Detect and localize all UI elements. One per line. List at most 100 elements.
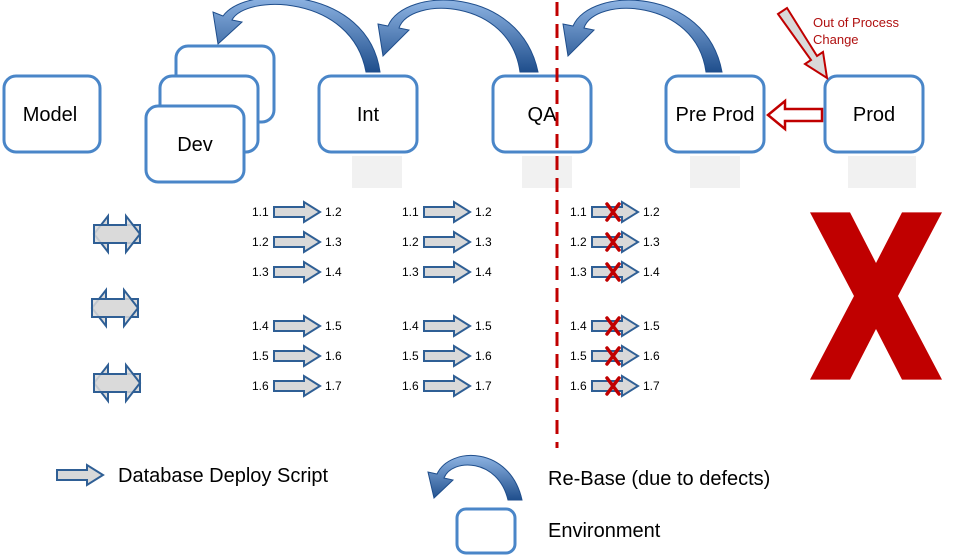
rebase-arrow-qa-to-int (377, 0, 539, 73)
failed-x-icon (605, 232, 621, 252)
deploy-script-arrow (423, 231, 471, 253)
failed-x-icon (605, 262, 621, 282)
version-from: 1.4 (570, 319, 587, 333)
big-fail-x (810, 212, 942, 380)
version-to: 1.4 (643, 265, 660, 279)
deploy-row: 1.5 1.6 (252, 345, 342, 367)
deploy-row: 1.5 1.6 (402, 345, 492, 367)
dev-box (144, 104, 246, 184)
out-of-process-line1: Out of Process (813, 15, 899, 30)
deploy-script-arrow (423, 201, 471, 223)
failed-x-icon (605, 202, 621, 222)
version-from: 1.5 (570, 349, 587, 363)
int-box (317, 74, 419, 154)
version-to: 1.2 (475, 205, 492, 219)
rebase-arrows (212, 0, 723, 73)
deploy-row: 1.2 1.3 (570, 231, 660, 253)
dev-double-arrow-2 (91, 289, 139, 327)
version-to: 1.3 (325, 235, 342, 249)
deploy-row: 1.3 1.4 (402, 261, 492, 283)
version-to: 1.7 (643, 379, 660, 393)
version-from: 1.2 (252, 235, 269, 249)
version-to: 1.7 (325, 379, 342, 393)
version-to: 1.6 (475, 349, 492, 363)
version-to: 1.7 (475, 379, 492, 393)
dev-double-arrow-1 (93, 215, 141, 253)
deploy-row: 1.3 1.4 (252, 261, 342, 283)
prod-to-preprod-arrow (766, 98, 824, 132)
version-from: 1.3 (252, 265, 269, 279)
rebase-arrow-int-to-dev (212, 0, 381, 73)
version-from: 1.3 (402, 265, 419, 279)
legend-rebase-arrow (427, 455, 523, 501)
deploy-script-arrow (423, 345, 471, 367)
deploy-script-arrow (273, 345, 321, 367)
failed-x-icon (605, 376, 621, 396)
version-to: 1.5 (643, 319, 660, 333)
version-to: 1.5 (325, 319, 342, 333)
env-label-preprod: Pre Prod (676, 104, 755, 126)
out-of-process-arrow (776, 6, 829, 81)
version-to: 1.2 (325, 205, 342, 219)
version-to: 1.5 (475, 319, 492, 333)
deploy-script-arrow (273, 261, 321, 283)
env-label-dev: Dev (177, 134, 213, 156)
failed-x-icon (605, 346, 621, 366)
version-from: 1.5 (252, 349, 269, 363)
version-to: 1.6 (325, 349, 342, 363)
deploy-row: 1.1 1.2 (252, 201, 342, 223)
out-of-process-line2: Change (813, 32, 859, 47)
qa-box (491, 74, 593, 154)
version-to: 1.4 (475, 265, 492, 279)
dev-double-arrow-3 (93, 364, 141, 402)
deploy-row: 1.2 1.3 (402, 231, 492, 253)
version-from: 1.1 (252, 205, 269, 219)
deploy-script-arrow (273, 231, 321, 253)
deploy-script-arrow (423, 261, 471, 283)
deploy-row: 1.3 1.4 (570, 261, 660, 283)
preprod-box (664, 74, 766, 154)
rebase-arrow-preprod-to-qa (562, 0, 723, 73)
legend-environment-label: Environment (548, 520, 661, 542)
version-to: 1.3 (643, 235, 660, 249)
deploy-script-arrow (273, 315, 321, 337)
environment-labels: Model Dev Int QA Pre Prod Prod (23, 104, 895, 156)
version-from: 1.3 (570, 265, 587, 279)
env-label-int: Int (357, 104, 380, 126)
version-from: 1.6 (252, 379, 269, 393)
env-label-prod: Prod (853, 104, 895, 126)
deploy-row: 1.6 1.7 (252, 375, 342, 397)
prod-box (823, 74, 925, 154)
version-from: 1.1 (570, 205, 587, 219)
deploy-script-arrow (273, 201, 321, 223)
version-from: 1.2 (402, 235, 419, 249)
version-to: 1.3 (475, 235, 492, 249)
version-from: 1.2 (570, 235, 587, 249)
version-from: 1.5 (402, 349, 419, 363)
legend: Database Deploy Script Re-Base (due to d… (56, 455, 770, 555)
deploy-script-arrow (273, 375, 321, 397)
deploy-script-arrow (423, 315, 471, 337)
legend-environment-box (455, 507, 517, 555)
version-to: 1.6 (643, 349, 660, 363)
deploy-row: 1.4 1.5 (570, 315, 660, 337)
model-box (2, 74, 102, 154)
version-from: 1.6 (402, 379, 419, 393)
version-to: 1.2 (643, 205, 660, 219)
version-from: 1.6 (570, 379, 587, 393)
box-shadows (352, 156, 916, 188)
deploy-row: 1.5 1.6 (570, 345, 660, 367)
legend-deploy-label: Database Deploy Script (118, 465, 329, 487)
deploy-row: 1.4 1.5 (402, 315, 492, 337)
version-from: 1.4 (402, 319, 419, 333)
failed-x-icon (605, 316, 621, 336)
version-to: 1.4 (325, 265, 342, 279)
environment-boxes (2, 44, 925, 184)
env-label-model: Model (23, 104, 77, 126)
deploy-row: 1.2 1.3 (252, 231, 342, 253)
